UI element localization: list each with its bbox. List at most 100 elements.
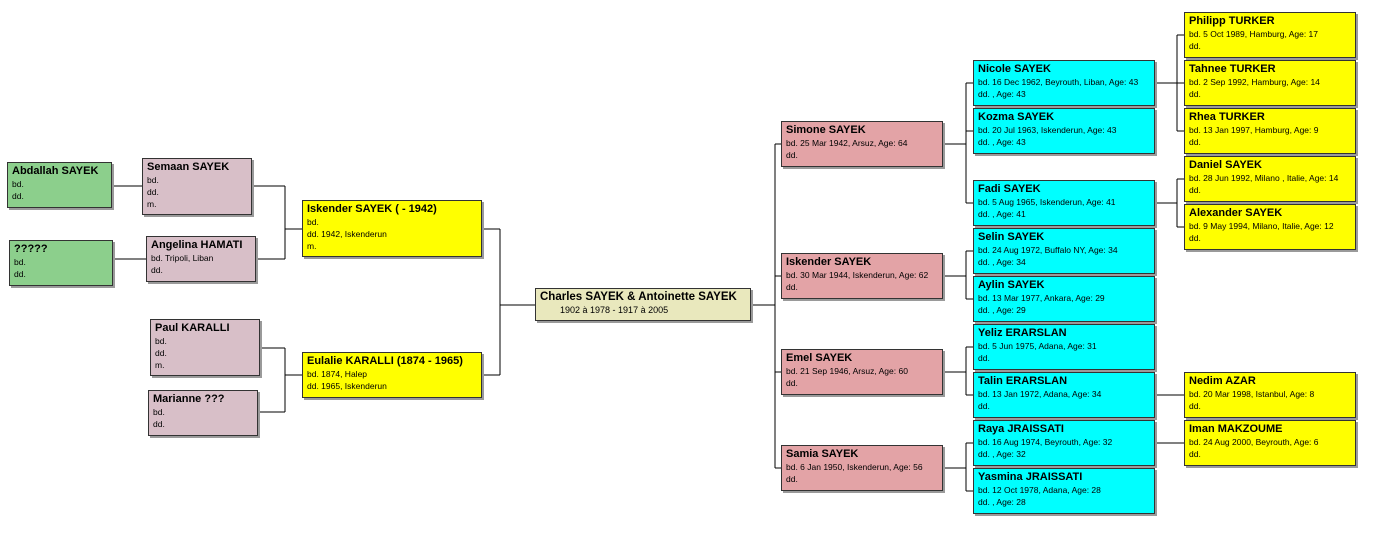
person-box-paul-karalli[interactable]: Paul KARALLI bd. dd. m. [150,319,260,376]
person-box-raya-jraissati[interactable]: Raya JRAISSATI bd. 16 Aug 1974, Beyrouth,… [973,420,1155,466]
person-name: Aylin SAYEK [978,279,1045,291]
person-box-aylin-sayek[interactable]: Aylin SAYEK bd. 13 Mar 1977, Ankara, Age:… [973,276,1155,322]
person-name: Raya JRAISSATI [978,423,1064,435]
person-name: Iskender SAYEK ( - 1942) [307,203,437,215]
person-detail-line: m. [155,360,165,370]
person-box-simone-sayek[interactable]: Simone SAYEK bd. 25 Mar 1942, Arsuz, Age:… [781,121,943,167]
person-detail-line: m. [147,199,157,209]
person-detail-line: bd. 28 Jun 1992, Milano , Italie, Age: 1… [1189,173,1339,183]
person-detail-line: dd. [978,401,990,411]
person-detail-line: dd. [1189,89,1201,99]
person-detail-line: dd. [1189,449,1201,459]
person-box-alexander-sayek[interactable]: Alexander SAYEK bd. 9 May 1994, Milano, I… [1184,204,1356,250]
person-detail-line: m. [307,241,317,251]
person-name: Iman MAKZOUME [1189,423,1283,435]
person-detail-line: dd. [147,187,159,197]
person-name: Tahnee TURKER [1189,63,1276,75]
person-detail-line: dd. 1965, Iskenderun [307,381,387,391]
person-detail-line: bd. 6 Jan 1950, Iskenderun, Age: 56 [786,462,923,472]
person-detail-line: bd. 1874, Halep [307,369,368,379]
person-box-yasmina-jraissati[interactable]: Yasmina JRAISSATI bd. 12 Oct 1978, Adana,… [973,468,1155,514]
person-name: Angelina HAMATI [151,239,243,251]
person-detail-line: bd. 13 Jan 1972, Adana, Age: 34 [978,389,1102,399]
person-name: Iskender SAYEK [786,256,872,268]
person-box-eulalie-karalli[interactable]: Eulalie KARALLI (1874 - 1965) bd. 1874, H… [302,352,482,398]
person-name: ????? [14,243,48,255]
person-detail-line: dd. , Age: 32 [978,449,1026,459]
person-name: Simone SAYEK [786,124,866,136]
person-detail-line: dd. [155,348,167,358]
person-name: Semaan SAYEK [147,161,230,173]
person-name: Charles SAYEK & Antoinette SAYEK [540,291,737,303]
person-detail-line: dd. [786,474,798,484]
person-detail-line: bd. 2 Sep 1992, Hamburg, Age: 14 [1189,77,1320,87]
person-box-iskender-sayek-sr[interactable]: Iskender SAYEK ( - 1942) bd. dd. 1942, Isk… [302,200,482,257]
person-box-tahnee-turker[interactable]: Tahnee TURKER bd. 2 Sep 1992, Hamburg, Ag… [1184,60,1356,106]
person-name: Kozma SAYEK [978,111,1055,123]
person-detail-line: dd. [14,269,26,279]
person-detail-line: dd. , Age: 28 [978,497,1026,507]
person-detail-line: bd. 20 Mar 1998, Istanbul, Age: 8 [1189,389,1315,399]
person-detail-line: bd. 24 Aug 1972, Buffalo NY, Age: 34 [978,245,1118,255]
person-detail-line: bd. 5 Jun 1975, Adana, Age: 31 [978,341,1097,351]
person-name: Yasmina JRAISSATI [978,471,1083,483]
person-detail-line: dd. [151,265,163,275]
person-detail-line: bd. 20 Jul 1963, Iskenderun, Age: 43 [978,125,1117,135]
person-detail-line: bd. 13 Mar 1977, Ankara, Age: 29 [978,293,1105,303]
person-detail-line: dd. , Age: 43 [978,89,1026,99]
person-box-semaan-sayek[interactable]: Semaan SAYEK bd. dd. m. [142,158,252,215]
person-name: Fadi SAYEK [978,183,1041,195]
person-detail-line: bd. 16 Dec 1962, Beyrouth, Liban, Age: 4… [978,77,1139,87]
person-detail-line: bd. 5 Oct 1989, Hamburg, Age: 17 [1189,29,1318,39]
person-box-philipp-turker[interactable]: Philipp TURKER bd. 5 Oct 1989, Hamburg, A… [1184,12,1356,58]
person-box-marianne[interactable]: Marianne ??? bd. dd. [148,390,258,436]
person-detail-line: dd. [1189,185,1201,195]
person-name: Eulalie KARALLI (1874 - 1965) [307,355,463,367]
person-detail-line: dd. [1189,401,1201,411]
person-detail-line: dd. [12,191,24,201]
person-name: Philipp TURKER [1189,15,1275,27]
person-detail-line: dd. [786,378,798,388]
person-box-nedim-azar[interactable]: Nedim AZAR bd. 20 Mar 1998, Istanbul, Age… [1184,372,1356,418]
person-name: Nicole SAYEK [978,63,1051,75]
person-detail-line: dd. [786,282,798,292]
person-detail-line: bd. 30 Mar 1944, Iskenderun, Age: 62 [786,270,929,280]
person-detail-line: bd. 9 May 1994, Milano, Italie, Age: 12 [1189,221,1334,231]
person-box-root-couple[interactable]: Charles SAYEK & Antoinette SAYEK 1902 à 1… [535,288,751,321]
person-name: Marianne ??? [153,393,225,405]
person-name: Nedim AZAR [1189,375,1256,387]
person-detail-line: bd. [153,407,165,417]
person-name: Emel SAYEK [786,352,853,364]
person-box-iman-makzoume[interactable]: Iman MAKZOUME bd. 24 Aug 2000, Beyrouth, … [1184,420,1356,466]
person-detail-line: bd. [147,175,159,185]
person-detail-line: 1902 à 1978 - 1917 à 2005 [560,305,669,315]
person-detail-line: bd. [12,179,24,189]
person-detail-line: dd. , Age: 41 [978,209,1026,219]
person-detail-line: bd. [155,336,167,346]
person-detail-line: dd. , Age: 29 [978,305,1026,315]
person-name: Paul KARALLI [155,322,230,334]
person-box-unknown[interactable]: ?????bd.dd. [9,240,113,286]
person-detail-line: bd. 24 Aug 2000, Beyrouth, Age: 6 [1189,437,1319,447]
person-detail-line: dd. [153,419,165,429]
person-detail-line: bd. 25 Mar 1942, Arsuz, Age: 64 [786,138,908,148]
person-box-iskender-sayek-jr[interactable]: Iskender SAYEK bd. 30 Mar 1944, Iskenderu… [781,253,943,299]
person-detail-line: bd. 16 Aug 1974, Beyrouth, Age: 32 [978,437,1113,447]
person-box-kozma-sayek[interactable]: Kozma SAYEK bd. 20 Jul 1963, Iskenderun, … [973,108,1155,154]
person-box-nicole-sayek[interactable]: Nicole SAYEK bd. 16 Dec 1962, Beyrouth, L… [973,60,1155,106]
person-detail-line: dd. 1942, Iskenderun [307,229,387,239]
person-detail-line: bd. 12 Oct 1978, Adana, Age: 28 [978,485,1101,495]
person-name: Alexander SAYEK [1189,207,1283,219]
person-detail-line: bd. [307,217,319,227]
